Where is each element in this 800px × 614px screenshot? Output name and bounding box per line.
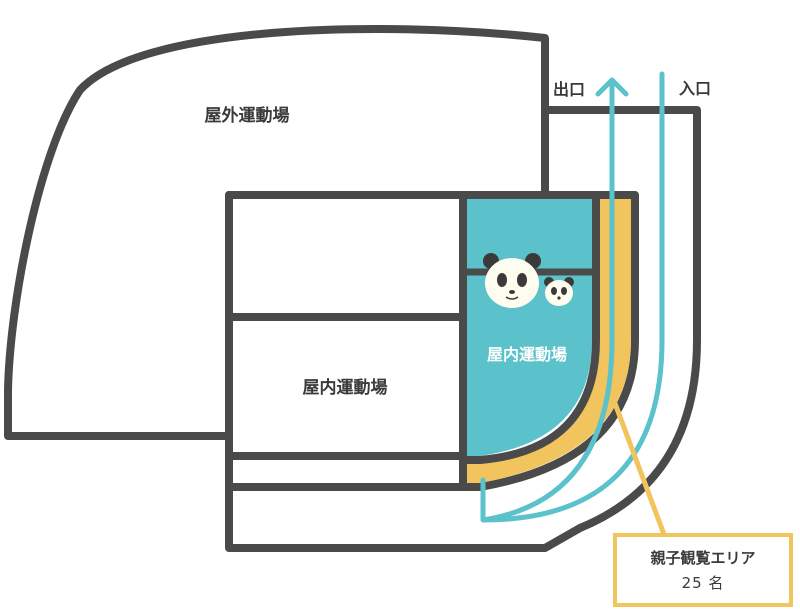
- visitor-route: [480, 71, 665, 523]
- panda-cub-icon: [544, 277, 574, 306]
- viewing-area-leader: [610, 397, 668, 538]
- outdoor-area-outline: [4, 24, 549, 440]
- panda-area-wall: [459, 195, 600, 487]
- entrance-label: 入口: [679, 79, 711, 98]
- panda-adult-icon: [483, 253, 541, 308]
- viewing-area-capacity: 25 名: [681, 574, 725, 592]
- indoor-area-left-label: 屋内運動場: [303, 377, 388, 398]
- corridor-outer-wall: [225, 106, 701, 552]
- exit-arrow-icon: [595, 77, 629, 97]
- viewing-area-callout: 親子観覧エリア 25 名: [613, 533, 793, 607]
- viewing-area-title: 親子観覧エリア: [650, 549, 756, 567]
- exit-label: 出口: [553, 80, 585, 99]
- indoor-area-panda-label: 屋内運動場: [487, 345, 567, 364]
- viewing-area-strip: [467, 199, 631, 483]
- outdoor-area-label: 屋外運動場: [205, 105, 290, 126]
